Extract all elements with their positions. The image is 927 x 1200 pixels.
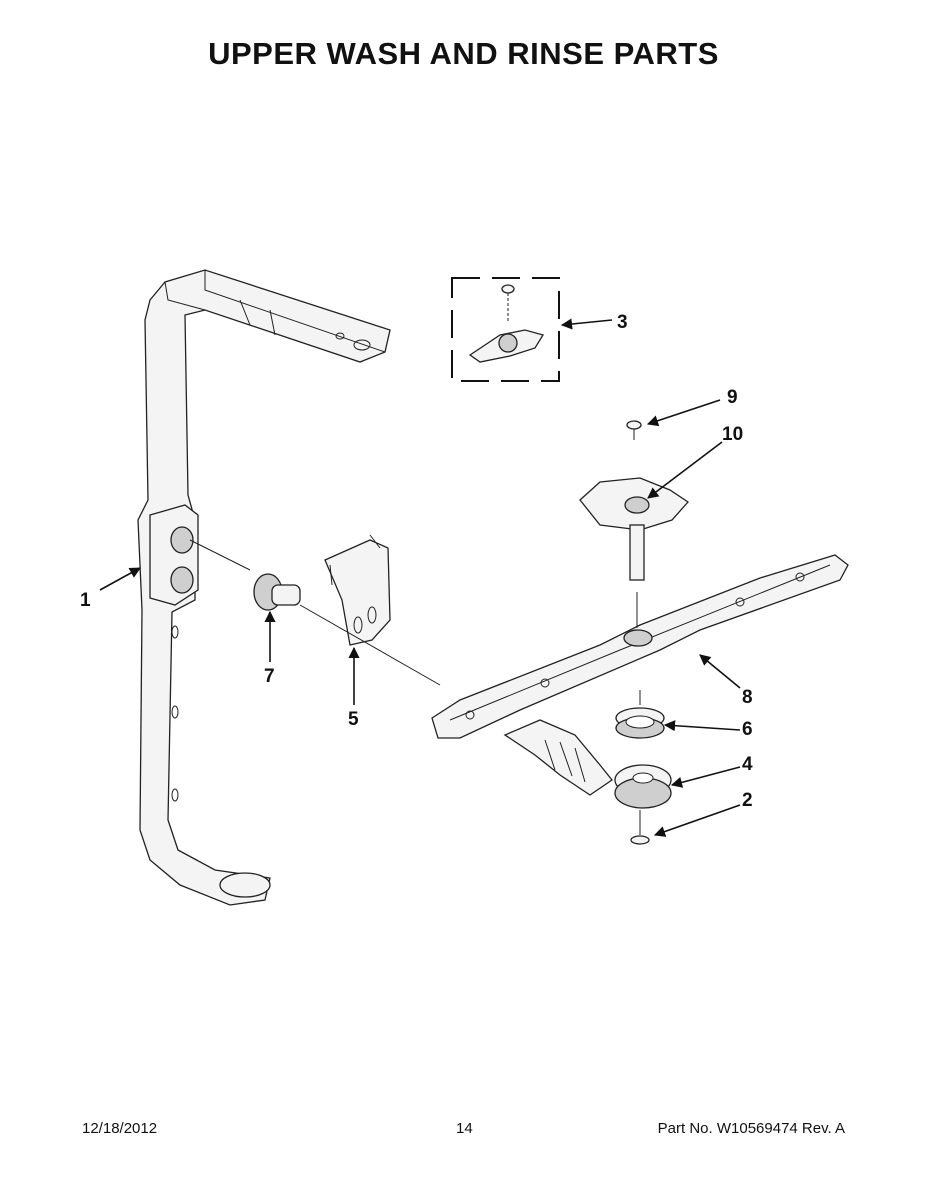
callout-4: 4 [742,754,753,775]
footer-date: 12/18/2012 [82,1120,158,1137]
footer-page-number: 14 [456,1120,473,1137]
part-8-spray-arm [431,554,849,739]
upper-conduit-tube [137,269,391,906]
page-title: UPPER WASH AND RINSE PARTS [208,36,719,71]
detail-box-part-3 [451,277,560,382]
callout-8: 8 [742,687,753,708]
callout-2: 2 [742,790,753,811]
part-10-hub-manifold [579,477,689,581]
part-5-bracket [324,534,391,646]
callout-7: 7 [264,666,275,687]
leader-lines [99,318,741,837]
part-4-mount-with-hose [503,719,672,809]
part-2-screw [630,810,650,845]
callout-3: 3 [617,312,628,333]
part-7-inlet-fitting [189,539,301,611]
callout-10: 10 [722,424,743,445]
callout-9: 9 [727,387,738,408]
part-6-seal-ring [615,707,665,739]
part-9-screw [626,420,642,440]
callout-5: 5 [348,709,359,730]
callout-1: 1 [80,590,91,611]
callout-6: 6 [742,719,753,740]
footer-part-number: Part No. W10569474 Rev. A [657,1120,845,1137]
